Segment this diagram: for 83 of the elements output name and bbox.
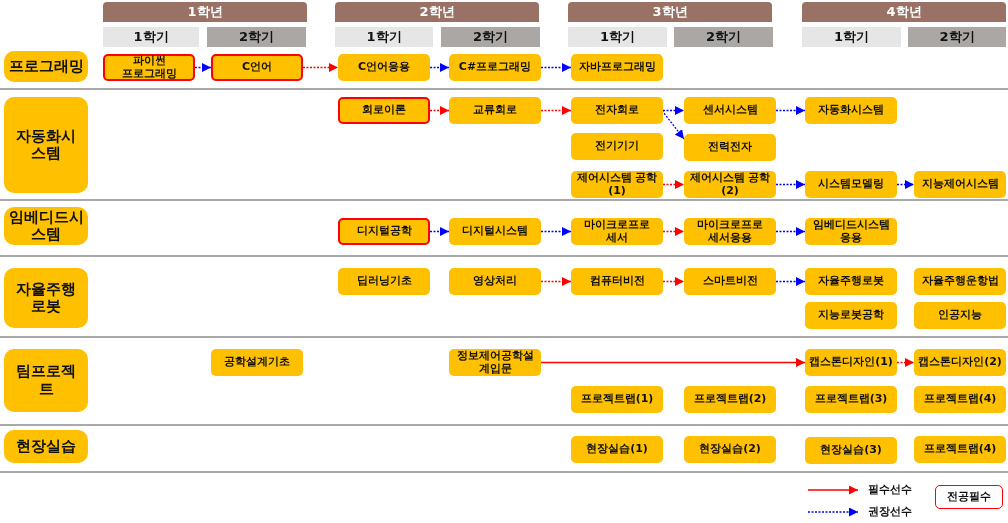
course-box: 컴퓨터비전 [571,268,663,295]
course-box: 디지털공학 [338,218,430,245]
arrow [429,227,450,236]
course-box: C#프로그래밍 [449,54,541,81]
course-box: 전기기기 [571,133,663,160]
arrow [775,106,806,115]
course-box: 파이썬 프로그래밍 [103,54,195,81]
arrow [194,63,212,72]
legend-text: 필수선수 [868,482,912,497]
semester-header: 1학기 [802,27,901,47]
arrow [540,63,572,72]
course-box: 전자회로 [571,97,663,124]
track-label: 프로그래밍 [4,51,88,82]
course-box: 제어시스템 공학(2) [684,171,776,198]
track-label: 현장실습 [4,430,88,463]
course-box: 프로젝트랩(4) [914,386,1006,413]
course-box: 자동화시스템 [805,97,897,124]
arrow [540,106,572,115]
track-label: 임베디드시스템 [4,207,88,245]
course-box: 영상처리 [449,268,541,295]
year-header: 3학년 [568,2,772,22]
year-header: 4학년 [802,2,1006,22]
arrow [661,109,685,140]
arrow [896,358,915,367]
course-box: 프로젝트랩(4) [914,436,1006,463]
semester-header: 2학기 [908,27,1006,47]
semester-header: 1학기 [335,27,433,47]
legend-text: 권장선수 [868,504,912,519]
course-box: 제어시스템 공학(1) [571,171,663,198]
semester-header: 1학기 [568,27,667,47]
course-box: 자율주행로봇 [805,268,897,295]
course-box: 현장실습(3) [805,437,897,464]
track-label: 자동화시스템 [4,97,88,193]
course-box: 자율주행운항법 [914,268,1006,295]
arrow [662,227,685,236]
course-box: 디지털시스템 [449,218,541,245]
semester-header: 2학기 [207,27,306,47]
arrow [896,180,915,189]
arrow [775,277,806,286]
course-box: C언어 [211,54,303,81]
course-box: 마이크로프로세서 [571,218,663,245]
course-box: 시스템모델링 [805,171,897,198]
arrow [540,277,572,286]
arrow [302,63,339,72]
year-header: 2학년 [335,2,539,22]
course-box: 교류회로 [449,97,541,124]
course-box: 프로젝트랩(1) [571,386,663,413]
course-box: 마이크로프로세서응용 [684,218,776,245]
track-label: 자율주행로봇 [4,268,88,328]
course-box: 딥러닝기초 [338,268,430,295]
course-box: 캡스톤디자인(2) [914,349,1006,376]
course-box: 프로젝트랩(2) [684,386,776,413]
course-box: 정보제어공학설계입문 [449,349,541,376]
course-box: 현장실습(2) [684,436,776,463]
track-label: 팀프로젝트 [4,349,88,412]
semester-header: 2학기 [674,27,773,47]
course-box: 지능로봇공학 [805,302,897,329]
semester-header: 2학기 [441,27,540,47]
course-box: C언어응용 [338,54,430,81]
course-box: 회로이론 [338,97,430,124]
course-box: 공학설계기초 [211,349,303,376]
course-box: 캡스톤디자인(1) [805,349,897,376]
arrow [540,227,572,236]
course-box: 임베디드시스템응용 [805,218,897,245]
course-box: 프로젝트랩(3) [805,386,897,413]
arrow [662,277,685,286]
legend-box: 전공필수 [935,485,1003,509]
semester-header: 1학기 [103,27,199,47]
course-box: 전력전자 [684,134,776,161]
arrow [775,227,806,236]
arrow [429,106,450,115]
course-box: 센서시스템 [684,97,776,124]
course-box: 스마트비전 [684,268,776,295]
course-box: 자바프로그래밍 [571,54,663,81]
course-box: 현장실습(1) [571,436,663,463]
arrow [429,63,450,72]
year-header: 1학년 [103,2,307,22]
course-box: 지능제어시스템 [914,171,1006,198]
arrow [662,180,685,189]
arrow [775,180,806,189]
course-box: 인공지능 [914,302,1006,329]
arrow [540,358,806,367]
arrow [662,106,685,115]
